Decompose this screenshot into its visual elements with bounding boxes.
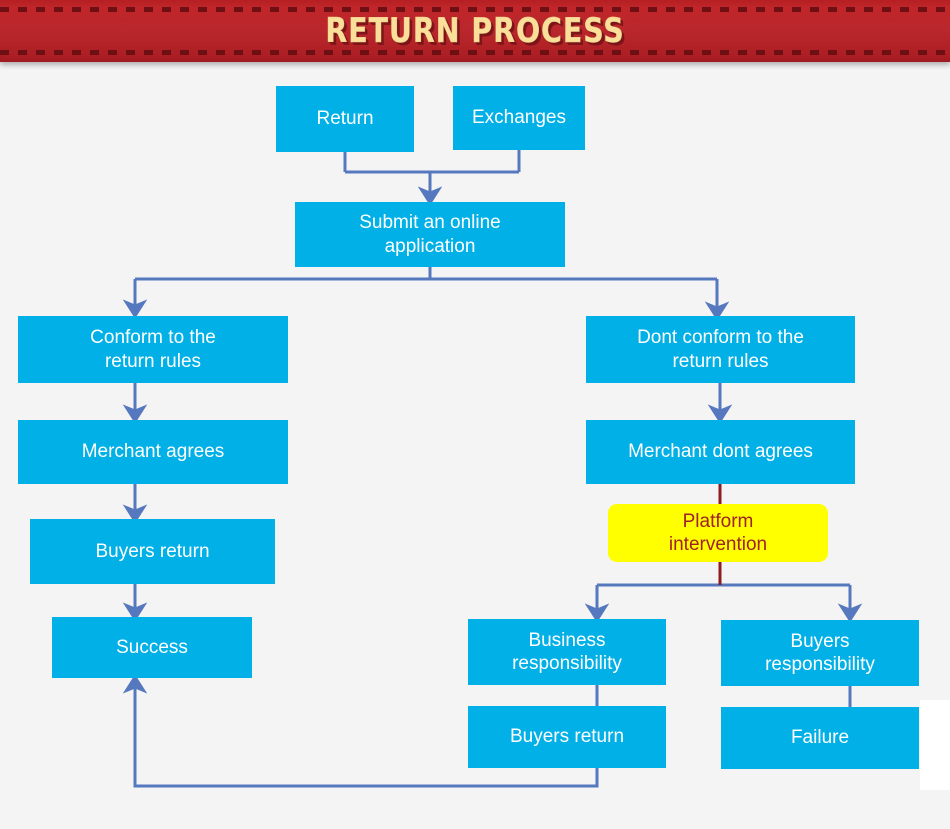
- node-buyers-return-right[interactable]: Buyers return: [468, 706, 666, 768]
- node-label-line1: Platform: [682, 510, 754, 532]
- node-label-line2: application: [384, 235, 476, 257]
- node-return[interactable]: Return: [276, 86, 414, 152]
- page-header-banner: RETURN PROCESS: [0, 0, 950, 62]
- node-label: Business responsibility: [512, 629, 622, 675]
- node-conform-return-rules[interactable]: Conform to the return rules: [18, 316, 288, 383]
- node-exchanges[interactable]: Exchanges: [453, 86, 585, 150]
- node-label: Buyers return: [509, 726, 625, 748]
- node-label: Platform intervention: [669, 510, 767, 556]
- node-failure[interactable]: Failure: [721, 707, 919, 769]
- node-label: Conform to the return rules: [90, 326, 216, 372]
- node-submit-application[interactable]: Submit an online application: [295, 202, 565, 267]
- node-platform-intervention[interactable]: Platform intervention: [608, 504, 828, 562]
- node-label-line1: Dont conform to the: [637, 327, 804, 349]
- edge-feedback-to-success: [122, 674, 599, 788]
- node-label: Buyers return: [95, 540, 210, 562]
- node-success[interactable]: Success: [52, 617, 252, 678]
- node-merchant-dont-agrees[interactable]: Merchant dont agrees: [586, 420, 855, 484]
- node-label-line1: Buyers: [790, 630, 850, 652]
- node-label-line2: responsibility: [512, 653, 622, 674]
- node-label-line1: Business: [528, 629, 606, 651]
- node-label: Submit an online application: [359, 211, 501, 257]
- node-label: Merchant dont agrees: [628, 441, 813, 463]
- node-label: Merchant agrees: [81, 441, 225, 463]
- node-label-line2: intervention: [668, 534, 768, 555]
- node-buyers-responsibility[interactable]: Buyers responsibility: [721, 620, 919, 686]
- node-label: Buyers responsibility: [765, 630, 875, 676]
- node-label-line1: Conform to the: [90, 327, 216, 349]
- node-label-line2: responsibility: [765, 654, 875, 675]
- node-label: Success: [116, 636, 188, 658]
- node-label: Return: [316, 108, 374, 130]
- node-label: Dont conform to the return rules: [637, 326, 804, 372]
- node-dont-conform-return-rules[interactable]: Dont conform to the return rules: [586, 316, 855, 383]
- node-label: Exchanges: [471, 107, 566, 129]
- node-label-line1: Submit an online: [359, 212, 501, 234]
- node-label: Failure: [790, 727, 850, 749]
- corner-notch: [920, 700, 950, 790]
- node-label-line2: return rules: [104, 350, 202, 372]
- node-buyers-return-left[interactable]: Buyers return: [30, 519, 275, 584]
- node-merchant-agrees[interactable]: Merchant agrees: [18, 420, 288, 484]
- node-business-responsibility[interactable]: Business responsibility: [468, 619, 666, 685]
- node-label-line2: return rules: [672, 350, 769, 372]
- page-title: RETURN PROCESS: [325, 11, 625, 51]
